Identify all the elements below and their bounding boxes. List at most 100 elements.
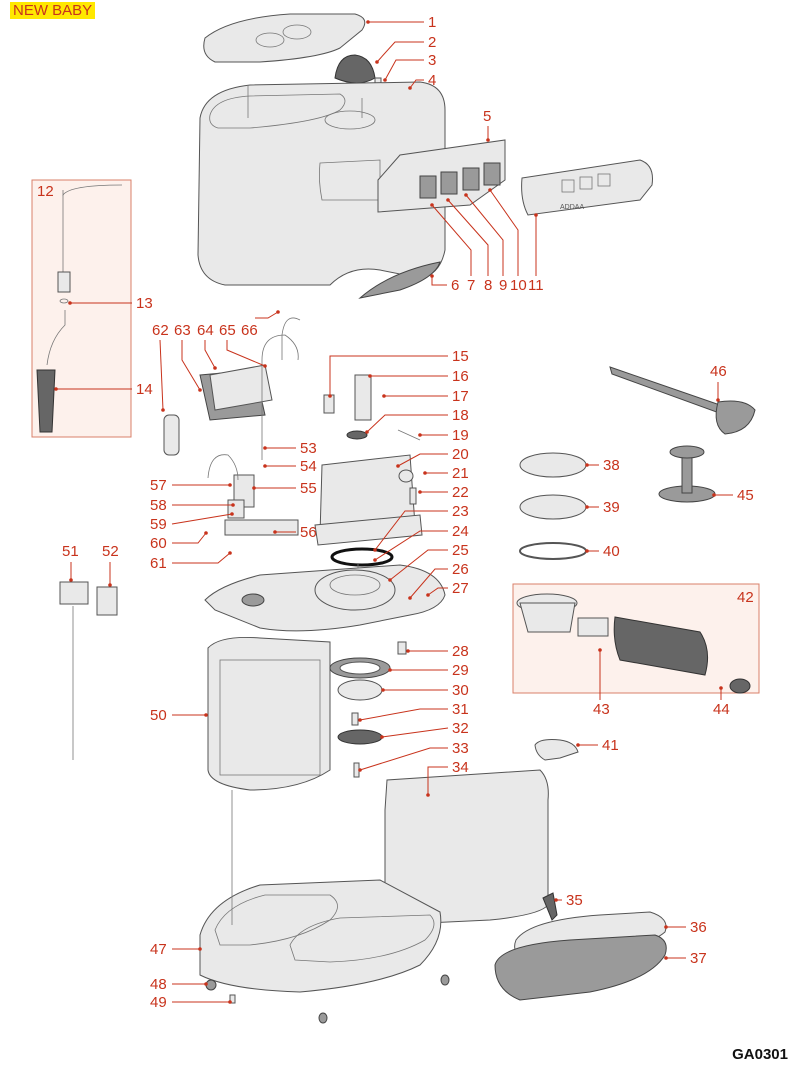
arrowhead-60 <box>204 531 208 535</box>
callout-label: 35 <box>566 892 583 909</box>
callout-label: 19 <box>452 427 469 444</box>
leader-line-2 <box>376 41 424 63</box>
callout-3: 3 <box>383 52 436 82</box>
part-filter-1 <box>519 452 587 478</box>
callout-label: 55 <box>300 480 317 497</box>
part-frame <box>207 637 331 791</box>
arrowhead-5 <box>486 138 490 142</box>
callout-8: 8 <box>446 198 492 294</box>
arrowhead-63 <box>198 388 202 392</box>
arrowhead-41 <box>576 743 580 747</box>
callout-62: 62 <box>152 322 169 412</box>
arrowhead-32 <box>380 735 384 739</box>
callout-26: 26 <box>408 561 469 600</box>
callout-40: 40 <box>585 543 620 560</box>
callout-label: 36 <box>690 919 707 936</box>
callout-label: 56 <box>300 524 317 541</box>
callout-label: 37 <box>690 950 707 967</box>
callout-label: 6 <box>451 277 459 294</box>
leader-line-59 <box>171 513 233 525</box>
arrowhead-45 <box>712 493 716 497</box>
callout-22: 22 <box>418 484 469 501</box>
callout-16: 16 <box>368 368 469 385</box>
arrowhead-36 <box>664 925 668 929</box>
callout-label: 15 <box>452 348 469 365</box>
callout-13: 13 <box>68 295 153 312</box>
callout-25: 25 <box>388 542 469 582</box>
leader-line-27 <box>427 587 448 596</box>
leader-line-61 <box>172 552 231 564</box>
callout-label: 3 <box>428 52 436 69</box>
callout-66: 66 <box>241 310 280 339</box>
callout-27: 27 <box>426 580 469 597</box>
arrowhead-16 <box>368 374 372 378</box>
callout-1: 1 <box>366 14 436 31</box>
callout-label: 58 <box>150 497 167 514</box>
callout-15: 15 <box>328 348 469 398</box>
callout-2: 2 <box>375 34 436 64</box>
callout-7: 7 <box>430 203 475 294</box>
callout-label: 40 <box>603 543 620 560</box>
callout-38: 38 <box>585 457 620 474</box>
arrowhead-56 <box>273 530 277 534</box>
callout-label: 53 <box>300 440 317 457</box>
callout-35: 35 <box>554 892 583 909</box>
callout-label: 63 <box>174 322 191 339</box>
arrowhead-57 <box>228 483 232 487</box>
arrowhead-11 <box>534 213 538 217</box>
callout-label: 2 <box>428 34 436 51</box>
callout-label: 25 <box>452 542 469 559</box>
callout-54: 54 <box>263 458 317 475</box>
callout-43: 43 <box>593 648 610 718</box>
callout-46: 46 <box>710 363 727 402</box>
arrowhead-26 <box>408 596 412 600</box>
callout-6: 6 <box>430 274 459 294</box>
callout-30: 30 <box>381 682 469 699</box>
callout-label: 33 <box>452 740 469 757</box>
callout-label: 38 <box>603 457 620 474</box>
callout-55: 55 <box>252 480 317 497</box>
arrowhead-7 <box>430 203 434 207</box>
arrowhead-48 <box>204 982 208 986</box>
leader-line-24 <box>374 530 448 561</box>
callout-label: 16 <box>452 368 469 385</box>
arrowhead-65 <box>263 364 267 368</box>
callout-label: 26 <box>452 561 469 578</box>
callout-label: 59 <box>150 516 167 533</box>
arrowhead-53 <box>263 446 267 450</box>
callout-label: 42 <box>737 589 754 606</box>
arrowhead-22 <box>418 490 422 494</box>
arrowhead-54 <box>263 464 267 468</box>
callout-51: 51 <box>62 543 79 582</box>
callout-36: 36 <box>664 919 707 936</box>
callout-44: 44 <box>713 686 730 718</box>
callout-label: 14 <box>136 381 153 398</box>
callout-label: 5 <box>483 108 491 125</box>
arrowhead-8 <box>446 198 450 202</box>
callout-label: 44 <box>713 701 730 718</box>
callout-label: 65 <box>219 322 236 339</box>
arrowhead-29 <box>388 668 392 672</box>
callout-39: 39 <box>585 499 620 516</box>
part-switch-panel <box>377 139 506 213</box>
arrowhead-2 <box>375 60 379 64</box>
callout-label: 21 <box>452 465 469 482</box>
callout-label: 64 <box>197 322 214 339</box>
arrowhead-66 <box>276 310 280 314</box>
callout-47: 47 <box>150 941 202 958</box>
part-lid <box>203 13 366 63</box>
leader-line-34 <box>427 766 448 795</box>
callout-45: 45 <box>712 487 754 504</box>
callout-10: 10 <box>488 188 527 294</box>
part-gasket <box>330 547 394 567</box>
leader-line-8 <box>447 199 489 276</box>
callout-34: 34 <box>426 759 469 797</box>
callout-65: 65 <box>219 322 267 368</box>
arrowhead-13 <box>68 301 72 305</box>
callout-49: 49 <box>150 994 232 1011</box>
arrowhead-17 <box>382 394 386 398</box>
callout-label: 18 <box>452 407 469 424</box>
callout-21: 21 <box>423 465 469 482</box>
leader-line-18 <box>366 414 448 433</box>
